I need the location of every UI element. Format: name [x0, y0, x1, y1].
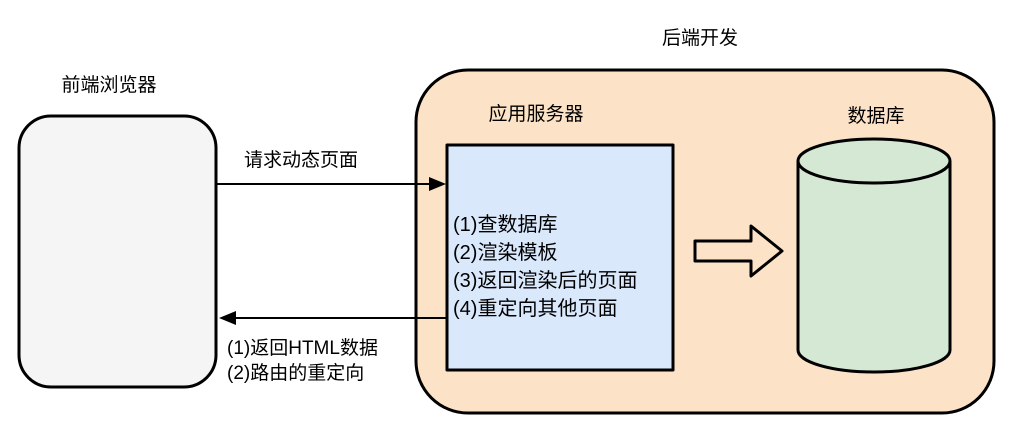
database-cylinder-top: [796, 137, 952, 185]
response-arrow-label-line: (2)路由的重定向: [227, 363, 365, 384]
app-server-step: (3)返回渲染后的页面: [453, 270, 638, 292]
app-server-label: 应用服务器: [488, 104, 584, 125]
response-arrowhead-icon: [219, 311, 236, 325]
backend-title: 后端开发: [661, 28, 738, 49]
request-arrowhead-icon: [429, 177, 446, 191]
database-label: 数据库: [847, 106, 905, 127]
response-arrow-label: (1)返回HTML数据 (2)路由的重定向: [227, 336, 378, 386]
server-to-database-arrow-icon: [693, 224, 784, 278]
app-server-shape: [445, 143, 675, 372]
app-server-step: (2)渲染模板: [453, 242, 558, 264]
database-cylinder-body: [796, 161, 952, 374]
frontend-browser-label: 前端浏览器: [61, 75, 157, 96]
response-arrow-label-line: (1)返回HTML数据: [227, 338, 378, 359]
request-arrow-label: 请求动态页面: [244, 150, 359, 171]
app-server-steps: (1)查数据库 (2)渲染模板 (3)返回渲染后的页面 (4)重定向其他页面: [453, 211, 637, 323]
app-server-step: (1)查数据库: [453, 214, 558, 236]
frontend-browser-shape: [17, 114, 218, 389]
app-server-step: (4)重定向其他页面: [453, 298, 618, 320]
